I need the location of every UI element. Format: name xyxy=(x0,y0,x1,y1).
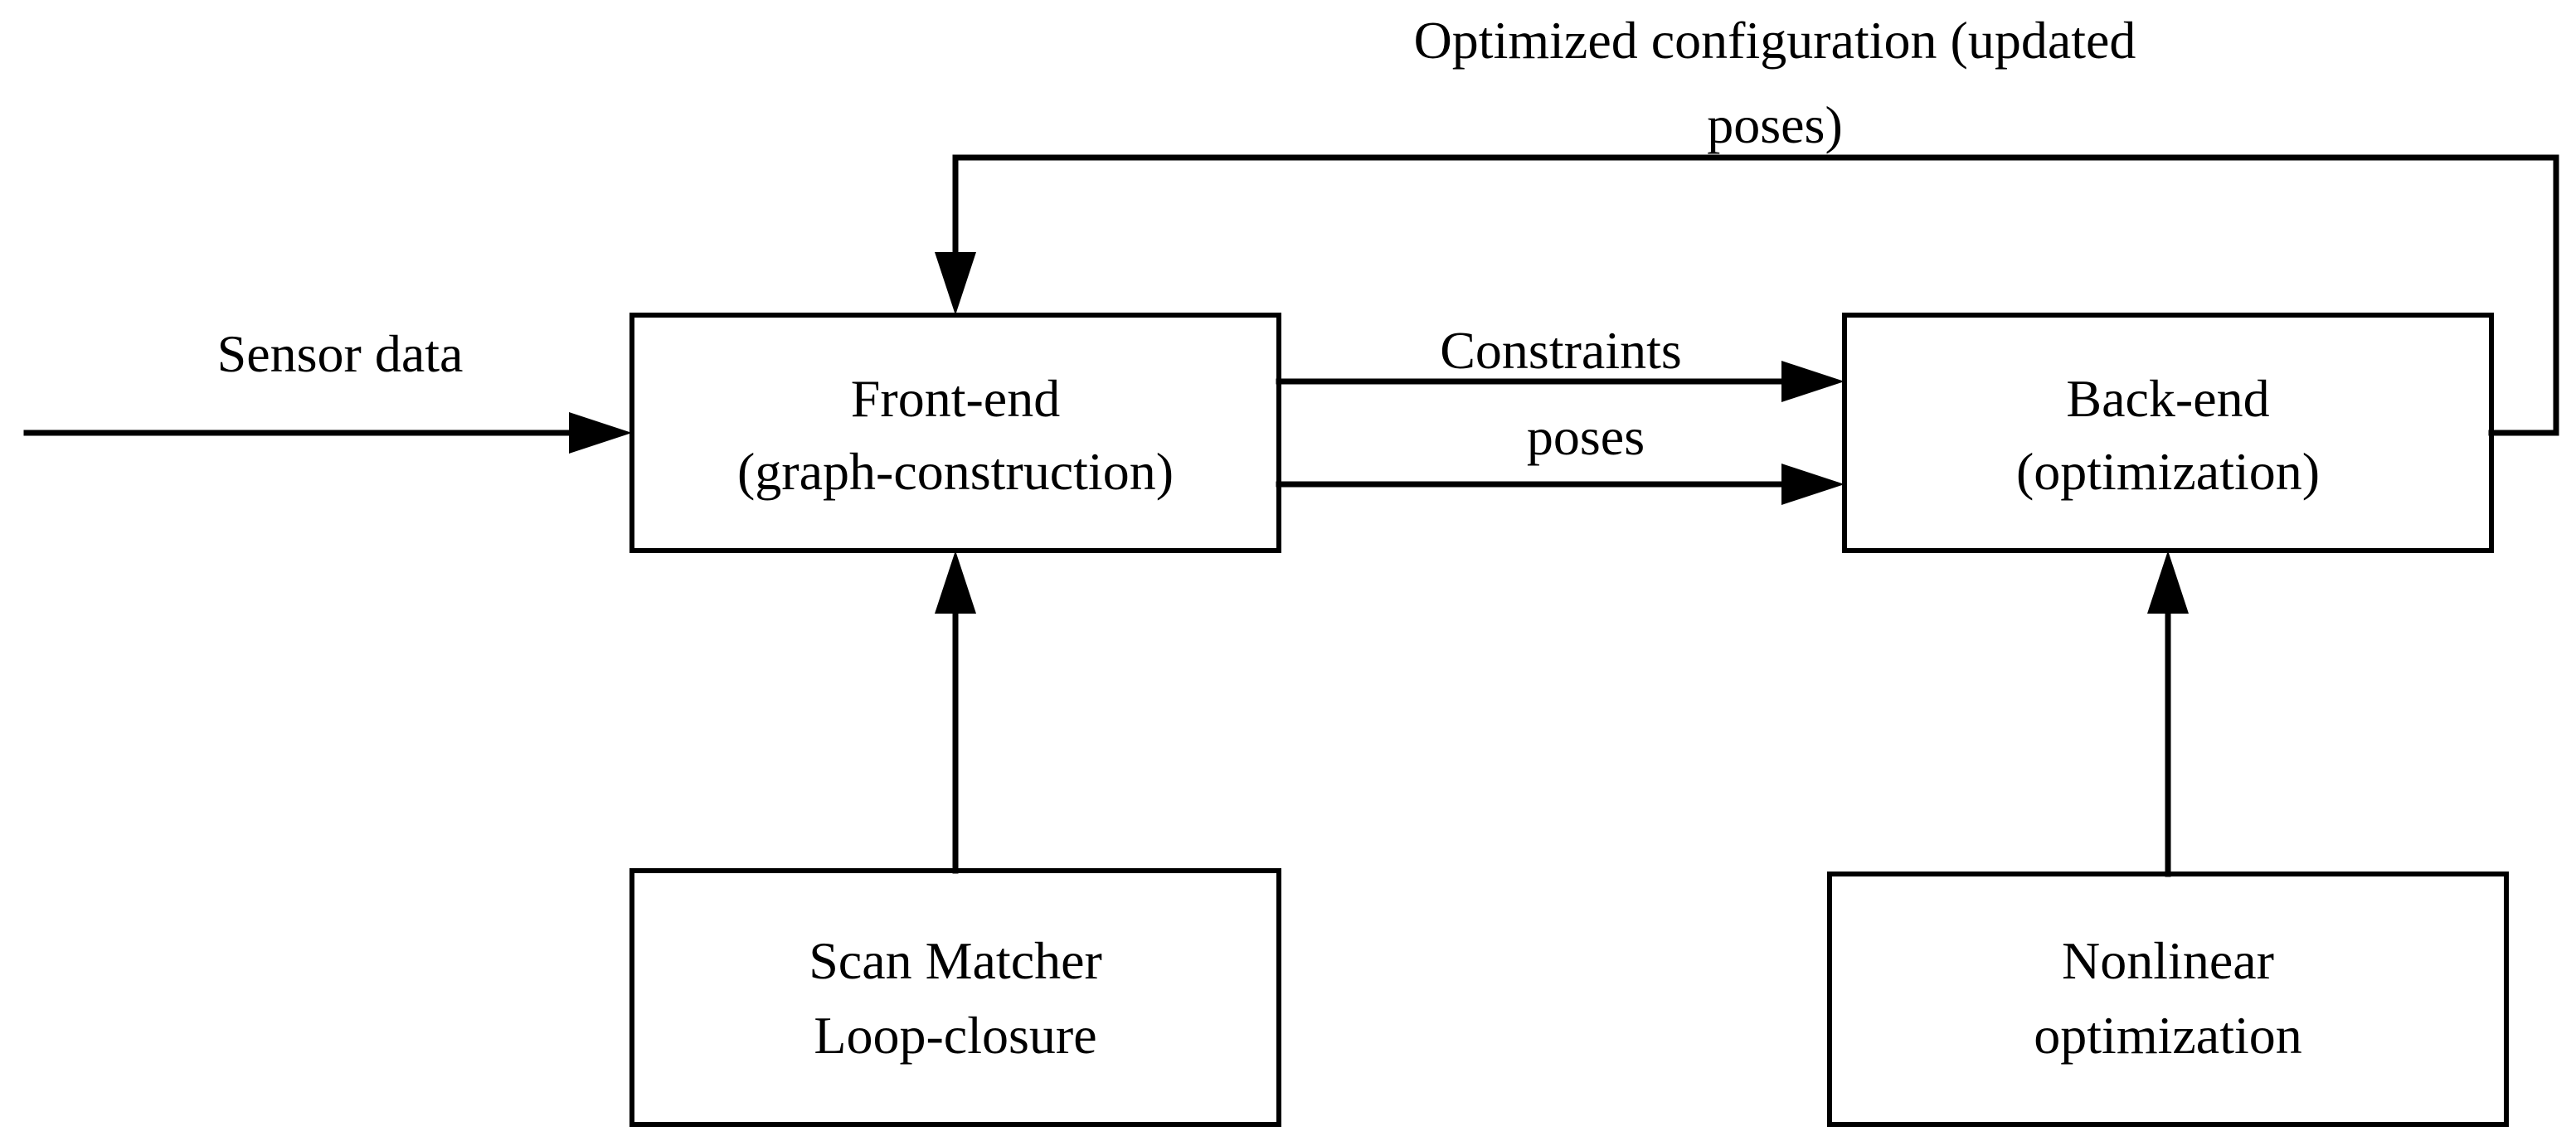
front-end-box xyxy=(629,313,1281,553)
loop-closure-label: Loop-closure xyxy=(814,1006,1096,1065)
poses-label: poses xyxy=(1527,407,1645,466)
constraints-arrow xyxy=(1276,361,1845,402)
feedback-arrow xyxy=(935,154,2559,436)
feedback-label-line2: poses) xyxy=(1707,95,1843,154)
feedback-label-line1: Optimized configuration (updated xyxy=(1414,11,2136,70)
nonlinear-optimization-label: optimization xyxy=(2034,1006,2302,1065)
nonlinear-label: Nonlinear xyxy=(2062,931,2274,990)
graph-construction-label: (graph-construction) xyxy=(737,442,1174,501)
scan-matcher-arrow xyxy=(935,551,976,874)
poses-arrow xyxy=(1276,464,1845,505)
optimization-label: (optimization) xyxy=(2016,442,2320,501)
sensor-data-arrow xyxy=(23,412,632,454)
scan-matcher-box xyxy=(629,868,1281,1127)
nonlinear-optimization-arrow xyxy=(2147,551,2189,877)
nonlinear-optimization-box xyxy=(1827,872,2509,1127)
front-end-label: Front-end xyxy=(851,369,1060,428)
back-end-label: Back-end xyxy=(2066,369,2269,428)
sensor-data-label: Sensor data xyxy=(217,324,464,383)
back-end-box xyxy=(1842,313,2494,553)
constraints-label: Constraints xyxy=(1440,321,1682,380)
scan-matcher-label: Scan Matcher xyxy=(809,931,1102,990)
